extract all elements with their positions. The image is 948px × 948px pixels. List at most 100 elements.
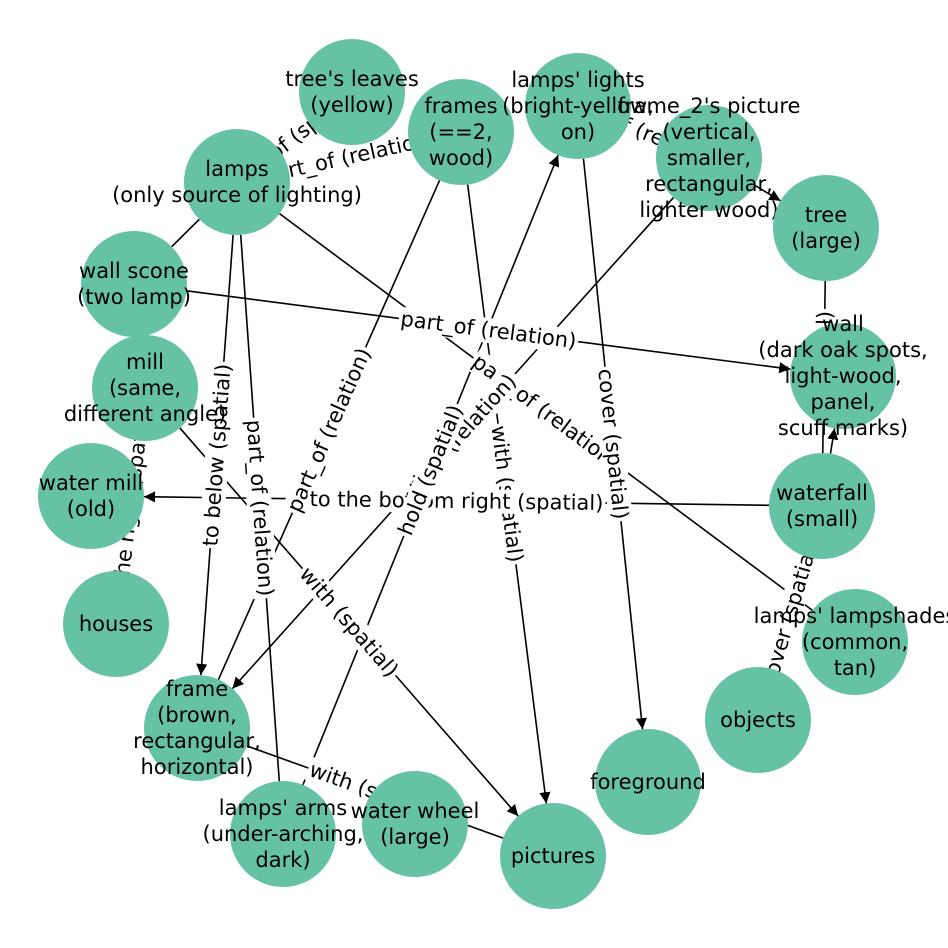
node-label-line: mill bbox=[126, 350, 164, 374]
node-label: water mill(old) bbox=[39, 471, 143, 521]
node-label-line: frames bbox=[424, 94, 497, 118]
node-frames: frames(==2,wood) bbox=[408, 79, 514, 185]
node-circle bbox=[773, 175, 879, 281]
node-label-line: lamps' lampshades bbox=[754, 604, 948, 628]
node-label-line: (brown, bbox=[157, 703, 237, 727]
node-circle bbox=[38, 443, 144, 549]
node-label: lamps' lights(bright-yellow,on) bbox=[502, 68, 654, 144]
node-circle bbox=[184, 129, 290, 235]
node-circle bbox=[595, 729, 701, 835]
node-label-line: lamps' lights bbox=[511, 68, 644, 92]
node-lamps: lamps(only source of lighting) bbox=[112, 129, 362, 235]
node-label-line: waterfall bbox=[776, 481, 868, 505]
node-label-line: objects bbox=[720, 708, 796, 732]
node-label-line: tree bbox=[805, 203, 847, 227]
node-circle bbox=[656, 105, 762, 211]
node-circle bbox=[408, 79, 514, 185]
node-circle bbox=[769, 453, 875, 559]
edge-label-background bbox=[392, 399, 469, 541]
node-circle bbox=[144, 675, 250, 781]
edge-line bbox=[171, 218, 200, 248]
node-label-line: wall bbox=[822, 312, 864, 336]
node-label-line: (only source of lighting) bbox=[112, 183, 362, 207]
node-lamps-lights: lamps' lights(bright-yellow,on) bbox=[502, 53, 654, 159]
node-label-line: (common, bbox=[802, 630, 908, 654]
node-label-line: (large) bbox=[380, 825, 450, 849]
node-label: frame_2's picture(vertical,smaller,recta… bbox=[618, 94, 801, 222]
node-circle bbox=[802, 589, 908, 695]
node-label-line: (old) bbox=[67, 497, 115, 521]
edge-label: with (spatial) bbox=[293, 560, 405, 684]
node-pictures: pictures bbox=[500, 803, 606, 909]
node-circle bbox=[299, 39, 405, 145]
node-label-line: (dark oak spots, bbox=[758, 338, 927, 362]
node-label-line: wood) bbox=[429, 146, 493, 170]
node-label-line: rectangular, bbox=[133, 729, 261, 753]
node-circle bbox=[500, 803, 606, 909]
edge-line bbox=[754, 184, 781, 202]
node-lamps-arms: lamps' arms(under-arching,dark) bbox=[203, 781, 364, 887]
node-label: lamps' arms(under-arching,dark) bbox=[203, 796, 364, 872]
node-label-line: frame bbox=[166, 677, 228, 701]
node-label: tree's leaves(yellow) bbox=[285, 67, 419, 117]
edge-label-background bbox=[281, 342, 378, 518]
node-label-line: different angle) bbox=[64, 402, 226, 426]
node-label-line: scuff marks) bbox=[778, 416, 908, 440]
node-tree-leaves: tree's leaves(yellow) bbox=[285, 39, 419, 145]
edge-label-text: to the bottom right (spatial) bbox=[309, 487, 603, 515]
node-label-line: frame_2's picture bbox=[618, 94, 801, 119]
node-label: wall(dark oak spots,light-wood,panel,scu… bbox=[758, 312, 927, 440]
node-label-line: light-wood, bbox=[785, 364, 902, 388]
node-circle bbox=[705, 667, 811, 773]
edge-waterfall-to-wall bbox=[827, 428, 839, 454]
edge-label: hold (spatial) bbox=[392, 399, 469, 541]
edge-line bbox=[827, 428, 839, 454]
node-label-line: lamps' arms bbox=[219, 796, 347, 820]
edge-label-background bbox=[397, 306, 580, 355]
node-water-mill: water mill(old) bbox=[38, 443, 144, 549]
node-label-line: tree's leaves bbox=[285, 67, 419, 91]
node-label: houses bbox=[79, 612, 153, 636]
node-wall: wall(dark oak spots,light-wood,panel,scu… bbox=[758, 312, 927, 440]
edge-label-text: with (spatial) bbox=[295, 562, 403, 681]
node-lamps-lampshades: lamps' lampshades(common,tan) bbox=[754, 589, 948, 695]
node-label: lamps(only source of lighting) bbox=[112, 157, 362, 207]
node-label-line: (same, bbox=[109, 376, 181, 400]
node-mill: mill(same,different angle) bbox=[64, 335, 226, 441]
edge-label-background bbox=[258, 125, 441, 190]
node-label-line: rectangular, bbox=[645, 172, 773, 196]
node-frame2-picture: frame_2's picture(vertical,smaller,recta… bbox=[618, 94, 801, 222]
node-label-line: panel, bbox=[811, 390, 876, 414]
node-circle bbox=[92, 335, 198, 441]
node-label-line: pictures bbox=[511, 844, 595, 868]
edge-frame2-picture-to-tree bbox=[754, 184, 781, 202]
node-circle bbox=[230, 781, 336, 887]
node-frame: frame(brown,rectangular,horizontal) bbox=[133, 675, 261, 781]
edge-label-background bbox=[198, 360, 236, 550]
node-label-line: water mill bbox=[39, 471, 143, 495]
edge-label: to the bottom right (spatial) bbox=[307, 486, 606, 516]
node-label-line: (yellow) bbox=[310, 93, 393, 117]
edge-label-background bbox=[240, 416, 279, 600]
node-label: objects bbox=[720, 708, 796, 732]
node-label-line: (==2, bbox=[429, 120, 492, 144]
node-circle bbox=[362, 771, 468, 877]
nodes-layer: tree's leaves(yellow)frames(==2,wood)lam… bbox=[38, 39, 948, 909]
edge-label-text: part_of (relation) bbox=[241, 419, 278, 597]
node-objects: objects bbox=[705, 667, 811, 773]
node-circle bbox=[790, 323, 896, 429]
node-label-line: lighter wood) bbox=[639, 198, 778, 222]
edge-label-background bbox=[756, 535, 824, 691]
node-tree: tree(large) bbox=[773, 175, 879, 281]
edge-label-background bbox=[293, 560, 405, 684]
node-label-line: lamps bbox=[205, 157, 268, 181]
node-label-line: houses bbox=[79, 612, 153, 636]
node-wall-scone: wall scone(two lamp) bbox=[77, 231, 191, 337]
node-label-line: (large) bbox=[791, 229, 861, 253]
node-label: waterfall(small) bbox=[776, 481, 868, 531]
node-waterfall: waterfall(small) bbox=[769, 453, 875, 559]
node-label-line: (vertical, bbox=[662, 120, 755, 144]
edge-label-background bbox=[307, 486, 606, 516]
node-label-line: smaller, bbox=[667, 146, 751, 170]
node-label-line: tan) bbox=[834, 656, 877, 680]
